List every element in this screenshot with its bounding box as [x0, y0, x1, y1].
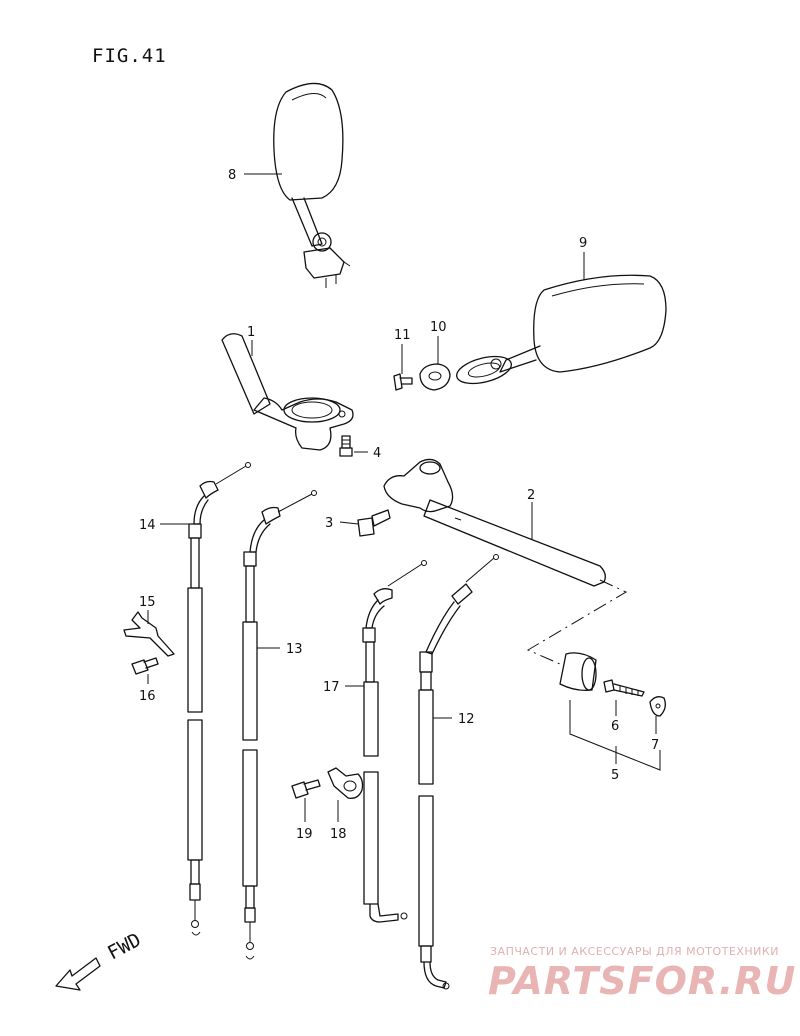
callout-3: 3: [325, 516, 333, 531]
watermark-logo: PARTSFOR.RU: [488, 959, 796, 1003]
callout-4: 4: [373, 446, 381, 461]
callout-5: 5: [611, 768, 619, 783]
throttle-cable-14: [187, 462, 251, 936]
fwd-label: FWD: [104, 929, 145, 965]
callout-13: 13: [286, 642, 303, 657]
callout-18: 18: [330, 827, 347, 842]
left-mirror: [273, 82, 351, 288]
callout-19: 19: [296, 827, 313, 842]
cable-12: [418, 554, 499, 990]
assembly-line: [526, 579, 628, 665]
figure-title: FIG.41: [92, 45, 167, 67]
callout-2: 2: [527, 488, 535, 503]
handlebar-bolt: [339, 435, 353, 457]
bar-end-weight: [559, 652, 597, 692]
handlebar-clamp-bolt: [357, 509, 391, 537]
bracket-bolt-16: [131, 657, 159, 675]
callout-12: 12: [458, 712, 475, 727]
cable-clamp-18: [327, 767, 364, 799]
callout-8: 8: [228, 168, 236, 183]
bar-end-screw: [603, 679, 645, 697]
callout-7: 7: [651, 738, 659, 753]
callout-1: 1: [247, 325, 255, 340]
cable-bracket-15: [123, 611, 175, 657]
clamp-bolt-19: [291, 779, 321, 799]
callout-17: 17: [323, 680, 340, 695]
mirror-screw: [393, 373, 413, 391]
callout-16: 16: [139, 689, 156, 704]
left-handlebar: [221, 333, 354, 451]
watermark-tagline: ЗАПЧАСТИ И АКСЕССУАРЫ ДЛЯ МОТОТЕХНИКИ: [490, 945, 779, 958]
callout-6: 6: [611, 719, 619, 734]
right-handlebar: [383, 458, 606, 587]
right-mirror: [456, 274, 667, 385]
forward-arrow-icon: [55, 957, 101, 991]
throttle-cable-13: [242, 490, 317, 960]
callout-10: 10: [430, 320, 447, 335]
bar-end-cap: [649, 696, 666, 717]
cable-17: [362, 560, 427, 923]
callout-11: 11: [394, 328, 411, 343]
callout-15: 15: [139, 595, 156, 610]
callout-9: 9: [579, 236, 587, 251]
bracket-5: [569, 700, 661, 771]
callout-14: 14: [139, 518, 156, 533]
mirror-gasket: [419, 363, 451, 391]
